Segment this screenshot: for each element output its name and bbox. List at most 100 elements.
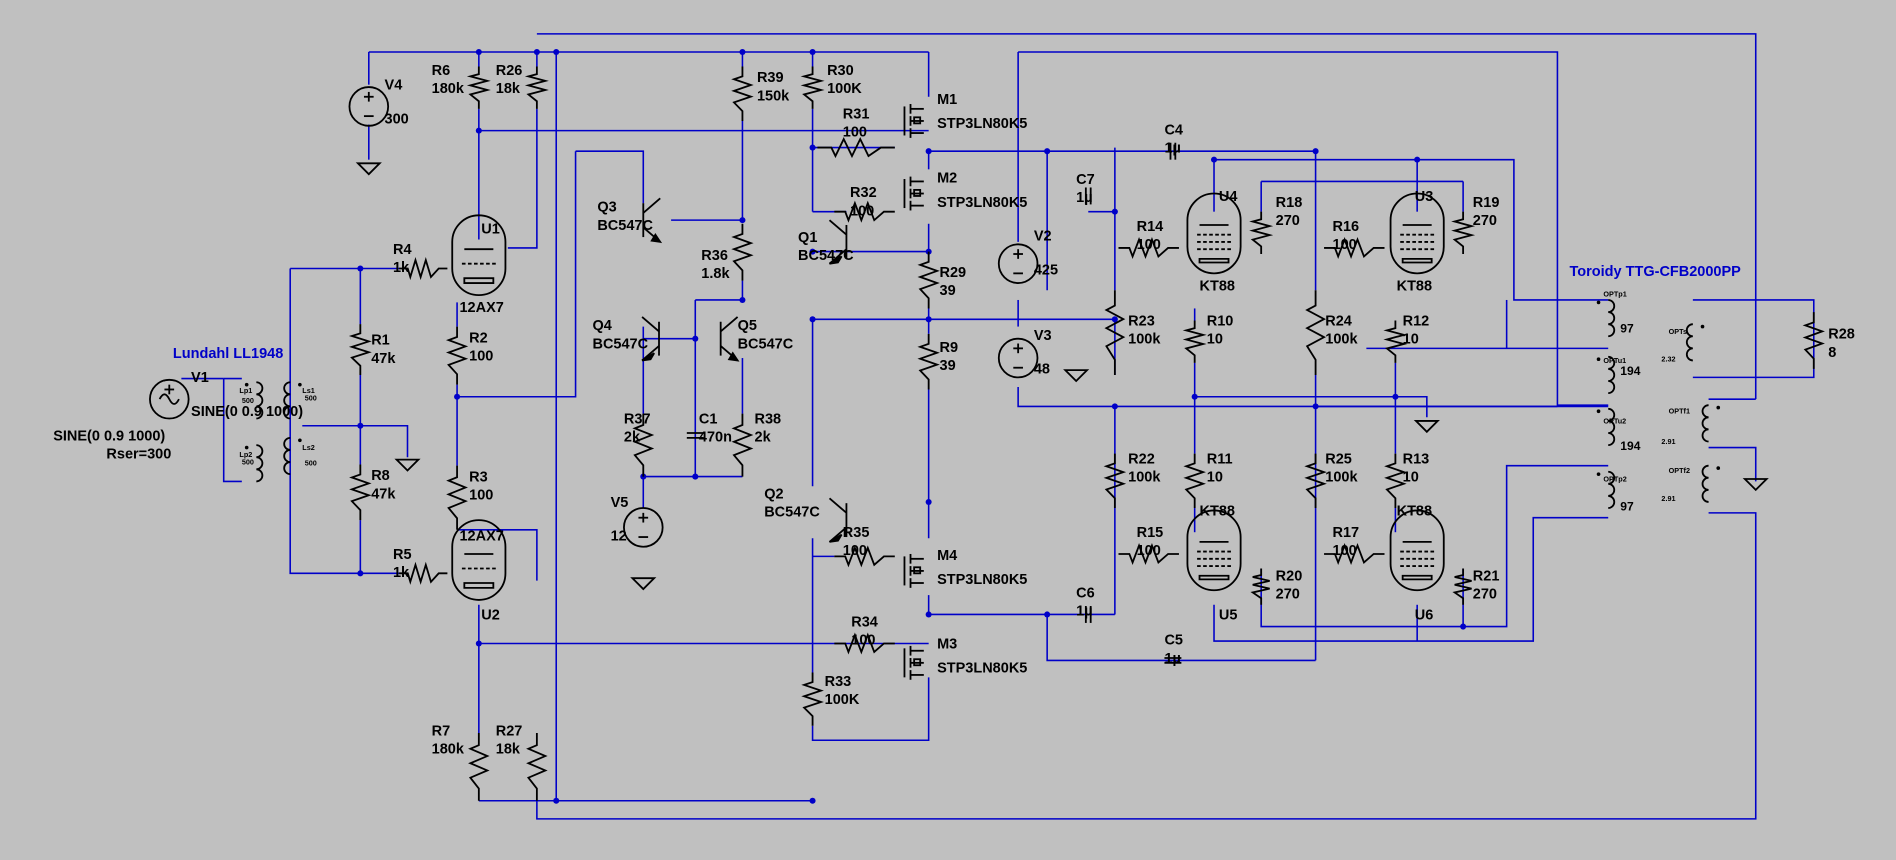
capacitor-c6[interactable]: [1084, 605, 1092, 623]
resistor-name: R29: [940, 265, 967, 281]
resistor-name: R4: [393, 242, 412, 258]
resistor-r25[interactable]: [1304, 453, 1327, 509]
source-name: V4: [385, 78, 403, 94]
tube-u5[interactable]: [1186, 509, 1242, 592]
tube-name: U5: [1219, 607, 1238, 623]
resistor-r15[interactable]: [1118, 542, 1179, 565]
resistor-r35[interactable]: [834, 545, 895, 568]
junction-dot: [1460, 623, 1467, 630]
voltage-source-v3[interactable]: [997, 337, 1039, 379]
resistor-r34[interactable]: [834, 632, 895, 655]
transistor-q3[interactable]: [642, 197, 663, 244]
resistor-r26[interactable]: [524, 66, 549, 109]
resistor-r23[interactable]: [1104, 290, 1126, 375]
voltage-source-v4[interactable]: [348, 86, 390, 127]
polarity-dot: [244, 445, 249, 450]
resistor-r9[interactable]: [917, 333, 940, 390]
resistor-r29[interactable]: [917, 251, 940, 309]
resistor-r1[interactable]: [348, 324, 372, 375]
resistor-r10[interactable]: [1182, 320, 1207, 363]
resistor-value: 100: [1137, 237, 1161, 253]
resistor-r13[interactable]: [1384, 453, 1407, 509]
resistor-name: R36: [701, 248, 728, 264]
resistor-r5[interactable]: [399, 561, 448, 585]
tube-u3[interactable]: [1389, 192, 1445, 275]
resistor-r20[interactable]: [1250, 568, 1270, 605]
capacitor-c1[interactable]: [686, 432, 704, 439]
tube-u6[interactable]: [1389, 509, 1445, 592]
winding-name: OPTf2: [1669, 466, 1690, 475]
junction-dot: [809, 316, 816, 323]
junction-dot: [1210, 156, 1218, 163]
transistor-q1[interactable]: [828, 219, 848, 265]
resistor-r8[interactable]: [349, 464, 372, 521]
winding-value: 500: [242, 457, 254, 466]
voltage-source-v5[interactable]: [623, 507, 664, 548]
mosfet-m2[interactable]: [903, 176, 924, 211]
resistor-r22[interactable]: [1103, 453, 1127, 509]
junction-dot: [1111, 208, 1118, 215]
tube-model: KT88: [1397, 278, 1432, 294]
mosfet-m3[interactable]: [903, 645, 924, 680]
winding-name: OPTu1: [1603, 356, 1626, 365]
winding-value: 194: [1620, 364, 1640, 378]
tube-u2[interactable]: [451, 519, 507, 601]
source-name: V2: [1034, 229, 1052, 245]
labels-layer: V4300R6180kR2618kR39150kR30100KR31100R32…: [53, 63, 1855, 758]
resistor-r30[interactable]: [800, 66, 825, 109]
resistor-r7[interactable]: [468, 732, 490, 801]
resistor-value: 2k: [624, 429, 641, 445]
resistor-r18[interactable]: [1249, 211, 1274, 255]
resistor-r37[interactable]: [632, 413, 655, 477]
resistor-r19[interactable]: [1451, 211, 1476, 255]
resistor-r17[interactable]: [1324, 542, 1385, 565]
resistor-value: 100: [850, 203, 874, 219]
resistor-r27[interactable]: [526, 732, 548, 801]
resistor-r32[interactable]: [834, 200, 895, 223]
wire: [1213, 516, 1609, 642]
tube-u1[interactable]: [451, 214, 507, 297]
mosfet-m4[interactable]: [903, 553, 924, 588]
ground-icon: [1742, 478, 1769, 492]
resistor-r3[interactable]: [446, 465, 468, 530]
capacitor-c4[interactable]: [1169, 142, 1177, 160]
transistor-q2[interactable]: [828, 497, 848, 543]
resistor-r31[interactable]: [817, 137, 895, 159]
resistor-r33[interactable]: [801, 672, 824, 726]
capacitor-c7[interactable]: [1084, 187, 1092, 205]
mosfet-m1[interactable]: [903, 104, 924, 138]
resistor-name: R2: [469, 330, 488, 346]
junction-dot: [475, 48, 482, 56]
resistor-r14[interactable]: [1118, 236, 1179, 259]
resistor-name: R20: [1276, 569, 1303, 585]
winding: [283, 436, 291, 476]
resistor-r11[interactable]: [1183, 453, 1206, 509]
resistor-r36[interactable]: [731, 223, 754, 281]
winding-name: OPTp2: [1603, 474, 1626, 483]
resistor-name: R37: [624, 411, 651, 427]
resistor-r21[interactable]: [1452, 568, 1472, 605]
resistor-r4[interactable]: [399, 256, 448, 281]
resistor-r16[interactable]: [1324, 236, 1385, 259]
resistor-value: 2k: [755, 429, 772, 445]
capacitor-c5[interactable]: [1164, 657, 1182, 664]
resistor-r28[interactable]: [1802, 312, 1825, 369]
resistor-r39[interactable]: [731, 66, 754, 121]
resistor-r6[interactable]: [466, 66, 491, 109]
resistor-name: R18: [1276, 195, 1303, 211]
polarity-dot: [1716, 405, 1721, 410]
tube-model: 12AX7: [459, 529, 503, 545]
resistor-r24[interactable]: [1305, 290, 1326, 375]
transistor-model: BC547C: [764, 504, 820, 520]
transistor-q4[interactable]: [641, 316, 660, 362]
resistor-r38[interactable]: [731, 413, 754, 477]
resistor-r12[interactable]: [1383, 320, 1408, 363]
tube-u4[interactable]: [1186, 192, 1242, 275]
voltage-source-v2[interactable]: [997, 243, 1039, 284]
capacitor-value: 1µ: [1076, 190, 1092, 206]
transistor-q5[interactable]: [719, 316, 740, 362]
resistor-value: 100: [843, 543, 867, 559]
resistor-r2[interactable]: [445, 326, 469, 385]
voltage-source-v1[interactable]: [149, 378, 190, 420]
